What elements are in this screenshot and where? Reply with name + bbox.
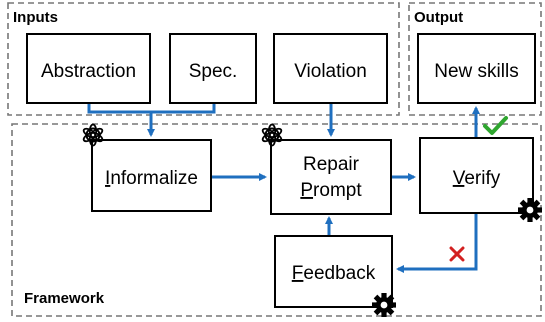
verify-label: Verify bbox=[453, 168, 501, 189]
abstraction-label: Abstraction bbox=[41, 61, 136, 82]
abstraction-box bbox=[26, 33, 151, 104]
inputs-section bbox=[7, 2, 400, 116]
verify-initial: V bbox=[453, 168, 466, 189]
framework-section bbox=[11, 123, 542, 317]
connectors bbox=[87, 103, 480, 273]
cross-mark-icon bbox=[449, 246, 465, 262]
output-label: Output bbox=[414, 9, 463, 26]
informalize-label: Informalize bbox=[105, 168, 198, 189]
feedback-initial: F bbox=[292, 263, 304, 284]
violation-label: Violation bbox=[294, 61, 367, 82]
feedback-box bbox=[274, 235, 393, 308]
verify-rest: erify bbox=[464, 168, 500, 189]
prompt-initial: P bbox=[300, 180, 313, 201]
gear-icon bbox=[372, 293, 396, 317]
verify-box bbox=[419, 137, 534, 214]
informalize-rest: nformalize bbox=[110, 168, 198, 189]
check-mark-icon bbox=[483, 116, 508, 135]
repair-prompt-box bbox=[270, 139, 392, 215]
inputs-label: Inputs bbox=[13, 9, 58, 26]
spec-label: Spec. bbox=[189, 61, 238, 82]
feedback-rest: eedback bbox=[303, 263, 375, 284]
prompt-rest: rompt bbox=[313, 180, 362, 201]
violation-box bbox=[273, 33, 388, 104]
prompt-label: Prompt bbox=[300, 180, 362, 201]
repair-label: Repair bbox=[303, 154, 360, 175]
new-skills-box bbox=[417, 33, 536, 104]
arrow-verify-to-feedback bbox=[396, 213, 478, 273]
gear-icon bbox=[518, 198, 542, 222]
informalize-initial: I bbox=[105, 168, 110, 189]
feedback-label: Feedback bbox=[292, 263, 376, 284]
spec-box bbox=[169, 33, 257, 104]
framework-label: Framework bbox=[24, 290, 105, 307]
informalize-box bbox=[91, 139, 212, 212]
arrow-inputs-merge bbox=[87, 103, 216, 114]
new-skills-label: New skills bbox=[434, 61, 518, 82]
